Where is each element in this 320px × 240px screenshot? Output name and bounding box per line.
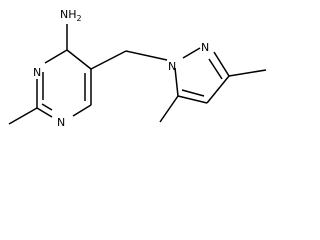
bond-ch2-pyrazole-n1 xyxy=(125,50,168,61)
atom-amine: NH2 xyxy=(60,8,82,23)
atom-pyrimidine-n3: N xyxy=(33,66,41,79)
bond-pz-c3-c4 xyxy=(206,75,230,104)
bond-c4-n3 xyxy=(44,49,68,64)
bond-pz-c3-methyl xyxy=(228,69,267,77)
atom-pyrimidine-n1: N xyxy=(57,116,65,129)
bond-pz-c5-methyl xyxy=(159,95,179,123)
bond-pz-n2-c3 xyxy=(213,51,230,77)
bond-c2-methyl xyxy=(8,107,38,125)
bond-pz-c5-n1 xyxy=(174,67,179,97)
bond-pz-n1-n2 xyxy=(182,47,201,59)
molecule-structure: NH2 N N N N xyxy=(8,8,267,129)
amine-label: NH2 xyxy=(60,8,82,23)
bond-c5-ch2 xyxy=(90,50,127,70)
bond-c2-n1-inner xyxy=(41,103,53,111)
bond-pz-n2-c3-inner xyxy=(208,58,223,80)
bond-c2-n1 xyxy=(36,107,53,118)
bond-n1-c6 xyxy=(72,104,92,117)
atom-pyrazole-n1: N xyxy=(168,60,176,73)
pyrimidine-ring xyxy=(36,49,92,118)
bond-pz-c4-c5 xyxy=(177,95,208,104)
bond-c5-c4 xyxy=(66,49,92,70)
atom-pyrazole-n2: N xyxy=(201,41,209,54)
pyrazole-ring xyxy=(174,47,230,104)
bond-pz-c4-c5-inner xyxy=(181,89,205,97)
